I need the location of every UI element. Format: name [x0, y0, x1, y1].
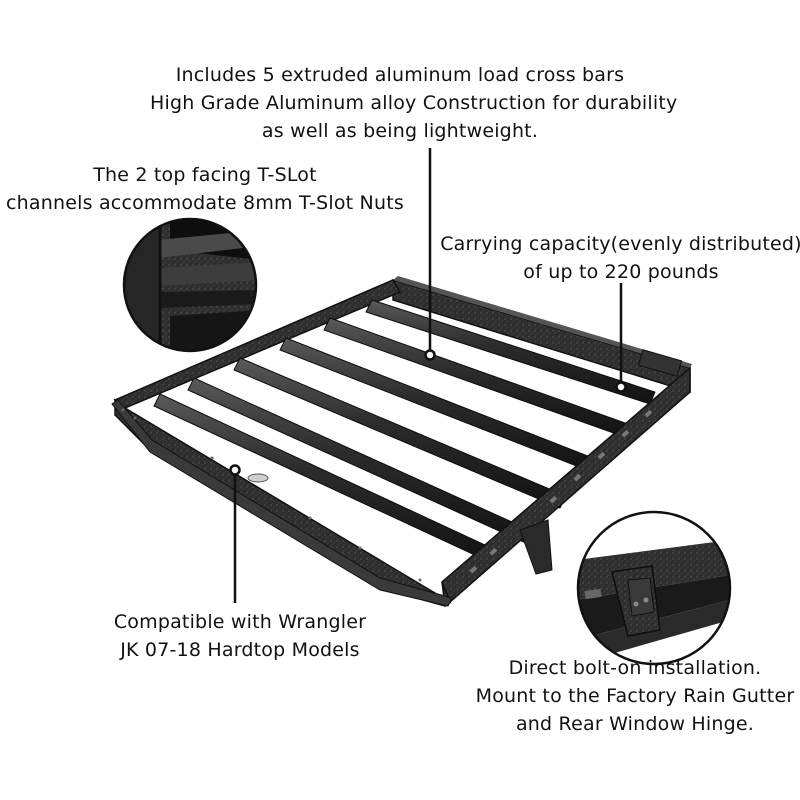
callout-cross-bars: Includes 5 extruded aluminum load cross … [150, 61, 678, 145]
callout-leaders [229, 148, 627, 603]
callout-line: of up to 220 pounds [523, 261, 719, 283]
callout-compatibility: Compatible with Wrangler JK 07-18 Hardto… [100, 608, 380, 664]
right-rail [441, 366, 691, 604]
cross-bars [153, 299, 656, 565]
callout-installation: Direct bolt-on installation. Mount to th… [470, 654, 800, 738]
callout-line: JK 07-18 Hardtop Models [120, 639, 360, 661]
callout-line: as well as being lightweight. [261, 120, 539, 142]
callout-line: Direct bolt-on installation. [508, 657, 762, 679]
callout-capacity: Carrying capacity(evenly distributed) of… [440, 230, 800, 286]
callout-dot-icon [229, 464, 241, 476]
callout-dot-icon [424, 349, 436, 361]
callout-line: Mount to the Factory Rain Gutter [475, 685, 795, 707]
bracket-detail-inset [576, 510, 732, 666]
callout-line: High Grade Aluminum alloy Construction f… [150, 92, 678, 114]
callout-line: Compatible with Wrangler [113, 611, 367, 633]
logo-badge-icon [247, 473, 269, 483]
callout-tslot: The 2 top facing T-SLot channels accommo… [0, 161, 410, 217]
callout-line: and Rear Window Hinge. [515, 713, 755, 735]
rear-side-rail [392, 276, 692, 394]
callout-line: Includes 5 extruded aluminum load cross … [175, 64, 625, 86]
callout-line: The 2 top facing T-SLot [93, 164, 317, 186]
tslot-detail-inset [122, 217, 258, 353]
callout-dot-icon [615, 381, 627, 393]
callout-line: Carrying capacity(evenly distributed) [440, 233, 800, 255]
callout-line: channels accommodate 8mm T-Slot Nuts [6, 192, 404, 214]
